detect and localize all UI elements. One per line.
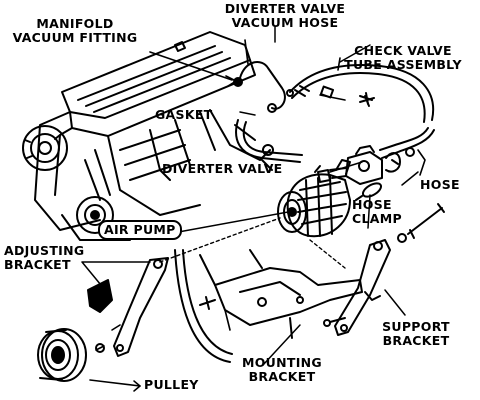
label-line: CLAMP bbox=[352, 211, 402, 226]
manifold-vacuum-fitting bbox=[149, 51, 243, 87]
engine-block bbox=[34, 31, 271, 241]
engine-crank-pulley bbox=[22, 125, 68, 171]
label-line: VACUUM HOSE bbox=[231, 15, 339, 30]
gasket bbox=[235, 119, 303, 171]
adjusting-bracket bbox=[87, 257, 169, 357]
air-pump bbox=[277, 159, 351, 238]
label-line: MANIFOLD bbox=[36, 16, 114, 31]
label-air-pump: AIR PUMP bbox=[98, 220, 182, 240]
mounting-link bbox=[174, 249, 233, 363]
label-line: DIVERTER VALVE bbox=[224, 1, 346, 16]
label-line: TUBE ASSEMBLY bbox=[344, 57, 462, 72]
hose-clamp bbox=[355, 182, 383, 201]
mounting-bracket bbox=[199, 249, 363, 339]
label-line: BRACKET bbox=[4, 257, 71, 272]
bolts bbox=[199, 95, 445, 327]
label-pulley: PULLEY bbox=[144, 377, 199, 392]
label-adjusting-bracket: ADJUSTING BRACKET bbox=[4, 244, 84, 272]
label-line: HOSE bbox=[352, 197, 392, 212]
label-gasket: GASKET bbox=[155, 107, 213, 122]
label-hose: HOSE bbox=[420, 177, 460, 192]
label-line: BRACKET bbox=[382, 333, 450, 348]
label-manifold-vacuum-fitting: MANIFOLD VACUUM FITTING bbox=[5, 17, 145, 45]
pump-bolt-line bbox=[159, 217, 346, 269]
label-diverter-valve: DIVERTER VALVE bbox=[162, 161, 283, 176]
label-support-bracket: SUPPORT BRACKET bbox=[376, 320, 456, 348]
label-line: BRACKET bbox=[248, 369, 316, 384]
label-diverter-valve-vacuum-hose: DIVERTER VALVE VACUUM HOSE bbox=[210, 2, 360, 30]
label-check-valve-tube-assembly: CHECK VALVE TUBE ASSEMBLY bbox=[338, 44, 468, 72]
label-line: CHECK VALVE bbox=[354, 43, 452, 58]
label-mounting-bracket: MOUNTING BRACKET bbox=[232, 356, 332, 384]
hose bbox=[379, 127, 435, 176]
label-line: VACUUM FITTING bbox=[12, 30, 138, 45]
engine-lower-pulley bbox=[76, 196, 114, 234]
label-line: ADJUSTING bbox=[4, 243, 85, 258]
label-line: MOUNTING bbox=[242, 355, 322, 370]
pump-pulley bbox=[37, 328, 87, 382]
label-line: SUPPORT bbox=[382, 319, 450, 334]
label-hose-clamp: HOSE CLAMP bbox=[352, 198, 402, 226]
diverter-valve-vacuum-hose bbox=[239, 39, 294, 113]
leader-lines bbox=[81, 26, 419, 392]
support-bracket bbox=[334, 239, 391, 336]
